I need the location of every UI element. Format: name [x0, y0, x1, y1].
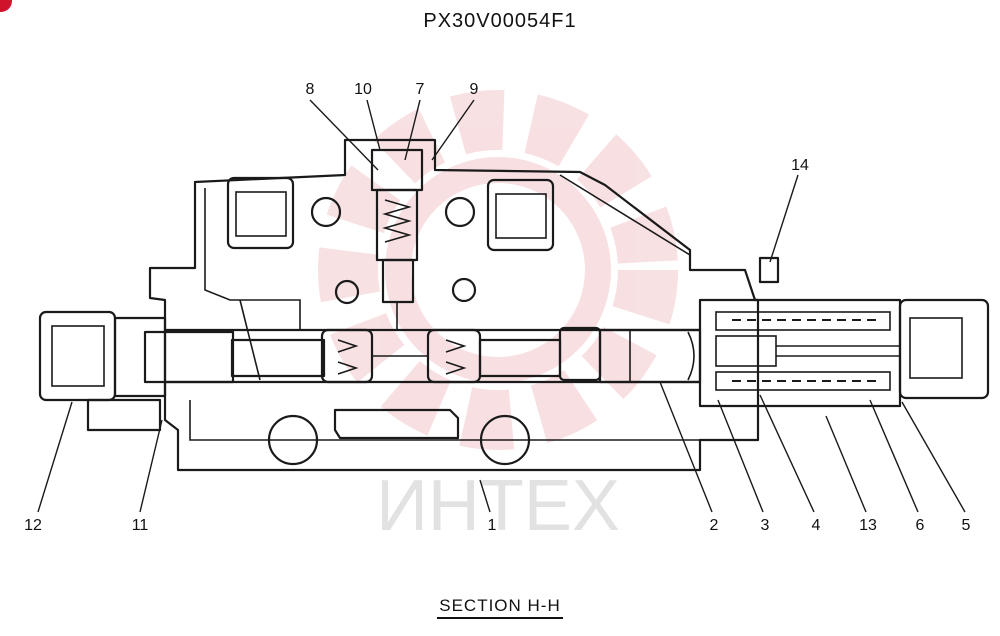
- callout-8: 8: [306, 81, 315, 98]
- callout-13: 13: [859, 517, 877, 534]
- callout-5: 5: [962, 517, 971, 534]
- relief-valve-cartridge: [370, 148, 424, 330]
- callout-10: 10: [354, 81, 372, 98]
- section-caption: SECTION H-H: [0, 596, 1000, 619]
- callout-6: 6: [916, 517, 925, 534]
- spring-cap: [698, 256, 990, 408]
- callout-9: 9: [470, 81, 479, 98]
- leader-lines: [37, 99, 966, 513]
- callout-11: 11: [132, 517, 149, 534]
- callout-3: 3: [761, 517, 770, 534]
- callout-2: 2: [710, 517, 719, 534]
- callout-7: 7: [416, 81, 425, 98]
- callout-12: 12: [24, 517, 42, 534]
- valve-body: [148, 138, 760, 472]
- callout-1: 1: [488, 517, 497, 534]
- watermark-text: ИНТЕХ: [376, 466, 620, 546]
- drawing-title: PX30V00054F1: [423, 10, 577, 32]
- main-spool: [38, 310, 702, 432]
- section-label: SECTION H-H: [437, 596, 563, 619]
- callout-14: 14: [791, 157, 809, 174]
- callout-4: 4: [812, 517, 821, 534]
